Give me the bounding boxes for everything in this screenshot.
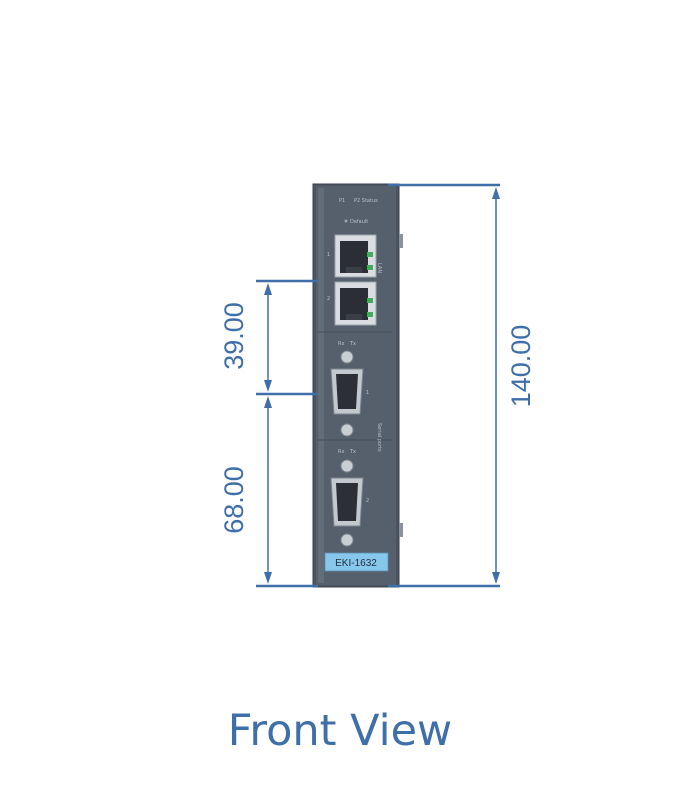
lan-port-2 (334, 281, 377, 326)
lan-1-led-icon (367, 265, 373, 270)
tx-label-1: Tx (349, 341, 356, 347)
tx-label-2: Tx (349, 449, 356, 455)
dimension-overall (388, 183, 500, 588)
arrow-up-icon (492, 187, 500, 199)
p1-label: P1 (339, 198, 345, 204)
port-spacing-label: 39.00 (219, 302, 249, 370)
default-button-icon (344, 219, 348, 223)
model-badge (324, 552, 389, 572)
arrow-up-icon (264, 283, 272, 295)
view-caption: Front View (227, 706, 453, 756)
screw-icon (340, 459, 354, 473)
serial-port-2 (330, 459, 364, 547)
dimension-lower-height (256, 396, 318, 588)
lower-height-label: 68.00 (219, 466, 249, 534)
side-clip-bottom (399, 523, 403, 537)
lan-label: LAN (376, 263, 382, 273)
screw-icon (340, 350, 354, 364)
serial-port-1 (330, 350, 364, 437)
p2-status-label: P2 Status (354, 198, 378, 204)
device-front-panel: P1 P2 Status Default 1 2 LAN Rx Tx (312, 183, 403, 588)
default-label: Default (350, 219, 368, 225)
rx-label-1: Rx (338, 341, 344, 347)
lan-port-1-number: 1 (327, 252, 330, 258)
screw-icon (340, 533, 354, 547)
serial-port-1-number: 1 (366, 390, 369, 396)
side-clip-top (399, 234, 403, 248)
dimension-port-spacing (256, 279, 318, 396)
rx-label-2: Rx (338, 449, 344, 455)
lan-port-1 (334, 234, 377, 278)
lan-2-led-icon (367, 298, 373, 303)
serial-port-2-number: 2 (366, 498, 369, 504)
arrow-up-icon (264, 396, 272, 408)
serial-ports-label: Serial ports (376, 423, 382, 452)
arrow-down-icon (264, 380, 272, 392)
model-label: EKI-1632 (335, 558, 377, 569)
lan-1-led-icon (367, 252, 373, 257)
arrow-down-icon (264, 572, 272, 584)
screw-icon (340, 423, 354, 437)
lan-2-led-icon (367, 312, 373, 317)
arrow-down-icon (492, 572, 500, 584)
overall-height-label: 140.00 (506, 325, 536, 408)
lan-port-2-number: 2 (327, 296, 330, 302)
